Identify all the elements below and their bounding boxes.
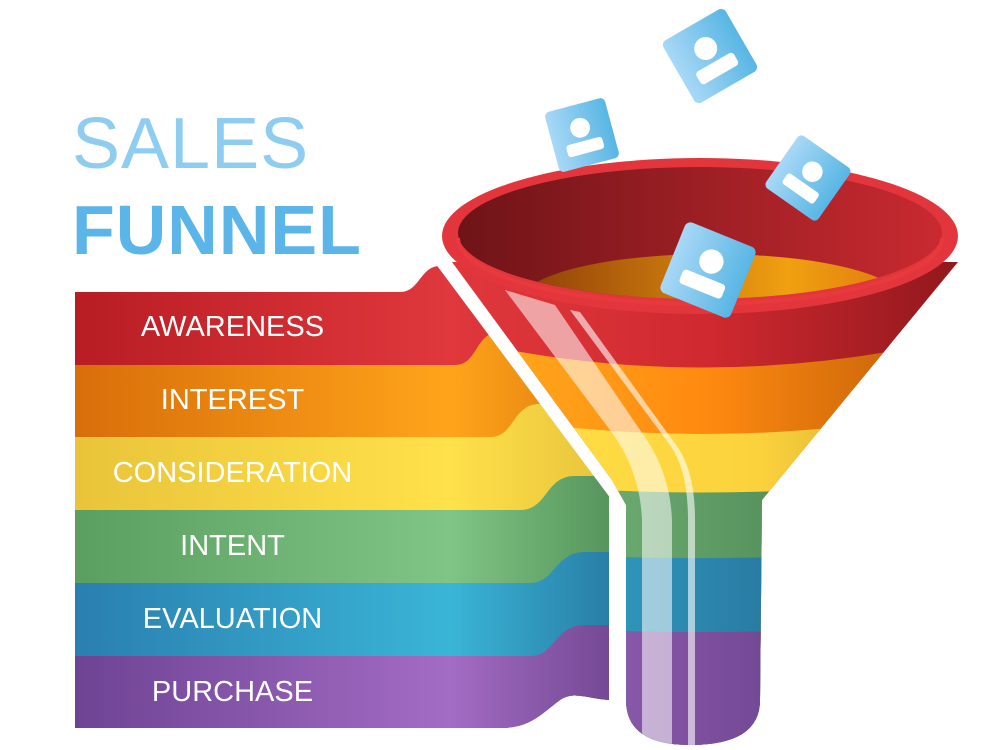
title-sales: SALES [72, 104, 310, 184]
funnel-liquid [522, 254, 902, 299]
stage-label-consideration: CONSIDERATION [112, 457, 353, 489]
stage-label-intent: INTENT [180, 530, 285, 562]
stage-label-purchase: PURCHASE [151, 676, 314, 708]
glass-highlight [505, 290, 672, 745]
person-card-icon [662, 8, 758, 104]
stage-label-awareness: AWARENESS [140, 311, 325, 343]
person-card-icon [765, 135, 851, 221]
ribbon-gap [434, 253, 623, 740]
person-card-icon [545, 98, 619, 172]
stage-label-evaluation: EVALUATION [142, 603, 323, 635]
title-funnel: FUNNEL [72, 191, 362, 269]
stage-label-interest: INTEREST [160, 384, 305, 416]
person-card-icon [660, 222, 756, 318]
